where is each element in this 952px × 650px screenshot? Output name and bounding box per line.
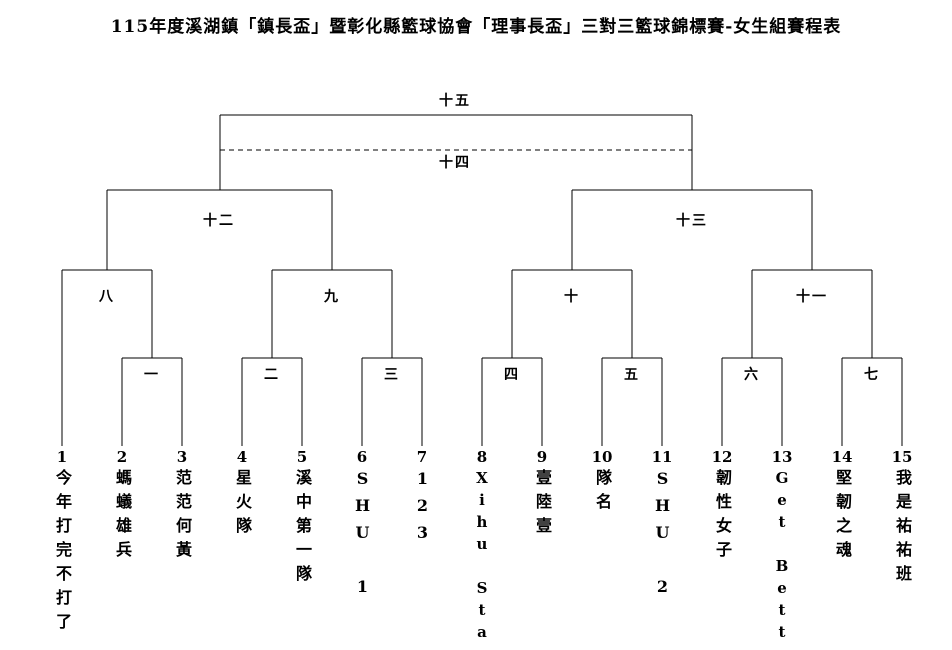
team-6: 6 SHU 1 [350,448,374,604]
team-9: 9 壹陸壹 [530,448,554,541]
match-label-11: 十一 [796,289,828,305]
team-13: 13 Get Better [770,448,794,650]
match-label-9: 九 [324,289,340,305]
team-seed: 3 [176,448,188,466]
match-label-1: 一 [144,367,160,383]
team-seed: 14 [831,448,853,466]
team-15: 15 我是祐祐班 [890,448,914,589]
team-name: 123 [413,469,432,550]
match-label-10: 十 [564,289,580,305]
team-name: 今年打完不打了 [53,469,72,637]
match-label-4: 四 [504,367,520,383]
team-seed: 13 [771,448,793,466]
team-name: 我是祐祐班 [893,469,912,589]
team-seed: 12 [711,448,733,466]
team-name: 隊名 [593,469,612,517]
match-label-7: 七 [864,367,880,383]
team-14: 14 堅韌之魂 [830,448,854,565]
match-label-8: 八 [99,289,115,305]
team-seed: 4 [236,448,248,466]
match-label-5: 五 [624,367,640,383]
team-10: 10 隊名 [590,448,614,517]
team-name: 韌性女子 [713,469,732,565]
team-seed: 11 [651,448,673,466]
team-name: 堅韌之魂 [833,469,852,565]
team-seed: 15 [891,448,913,466]
team-3: 3 范范何黃 [170,448,194,565]
team-seed: 5 [296,448,308,466]
match-label-13: 十三 [676,213,708,229]
team-name: 螞蟻雄兵 [113,469,132,565]
team-name: SHU 2 [653,469,672,604]
team-5: 5 溪中第一隊 [290,448,314,589]
page-title: 115年度溪湖鎮「鎮長盃」暨彰化縣籃球協會「理事長盃」三對三籃球錦標賽-女生組賽… [110,17,842,37]
match-label-3: 三 [384,367,400,383]
team-seed: 10 [591,448,613,466]
team-2: 2 螞蟻雄兵 [110,448,134,565]
team-seed: 8 [476,448,488,466]
team-7: 7 123 [410,448,434,550]
team-name: 星火隊 [233,469,252,541]
team-seed: 9 [536,448,548,466]
team-seed: 2 [116,448,128,466]
team-name: 溪中第一隊 [293,469,312,589]
team-seed: 1 [56,448,68,466]
match-label-12: 十二 [203,213,235,229]
team-name: Get Better [773,469,791,650]
team-12: 12 韌性女子 [710,448,734,565]
team-1: 1 今年打完不打了 [50,448,74,637]
team-name: 壹陸壹 [533,469,552,541]
match-label-2: 二 [264,367,280,383]
team-4: 4 星火隊 [230,448,254,541]
match-label-6: 六 [744,367,760,383]
team-11: 11 SHU 2 [650,448,674,604]
team-name: SHU 1 [353,469,372,604]
team-seed: 6 [356,448,368,466]
team-8: 8 Xihu Star [470,448,494,650]
team-name: 范范何黃 [173,469,192,565]
team-name: Xihu Star [473,469,491,650]
match-label-15: 十五 [439,93,471,109]
match-label-14: 十四 [439,155,471,171]
team-seed: 7 [416,448,428,466]
